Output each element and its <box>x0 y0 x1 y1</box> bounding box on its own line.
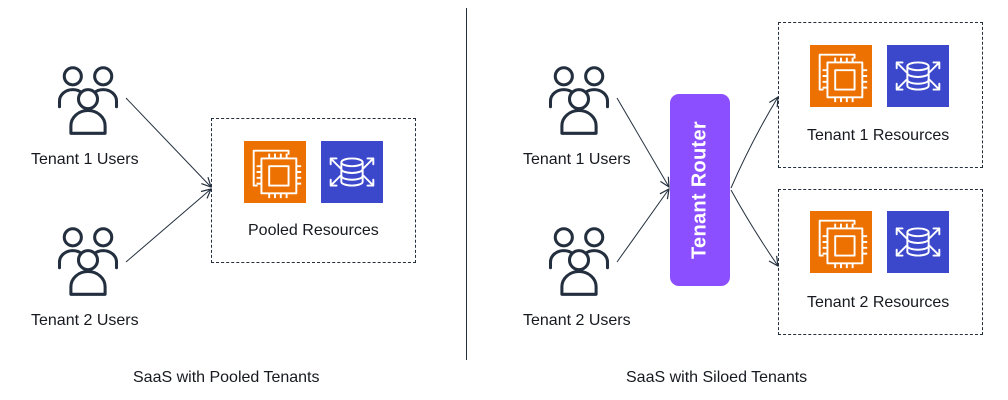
siloed-tenant-2-arrow <box>616 189 669 263</box>
pooled-resources-label: Pooled Resources <box>248 222 379 239</box>
siloed-tenant-2-users-icon <box>548 227 610 296</box>
siloed-tenant-1-users-icon <box>548 66 610 135</box>
pooled-tenant-1-arrow <box>125 97 211 187</box>
router-to-tenant-1-arrow <box>730 97 778 189</box>
pooled-tenant-2-arrow <box>125 189 211 263</box>
section-divider <box>466 8 467 360</box>
pooled-resources-box <box>211 118 416 263</box>
siloed-tenant-2-label: Tenant 2 Users <box>523 312 631 329</box>
tenant-router <box>670 94 730 286</box>
pooled-tenant-2-label: Tenant 2 Users <box>31 312 139 329</box>
tenant-2-resources-box <box>778 189 983 335</box>
tenant-2-users-icon <box>57 227 119 296</box>
siloed-tenant-1-arrow <box>616 97 669 187</box>
siloed-tenant-1-label: Tenant 1 Users <box>523 151 631 168</box>
tenant-1-resources-box <box>778 22 983 168</box>
siloed-caption: SaaS with Siloed Tenants <box>626 369 808 386</box>
pooled-caption: SaaS with Pooled Tenants <box>133 369 320 386</box>
tenant-router-label: Tenant Router <box>688 121 711 259</box>
tenant-2-resources-label: Tenant 2 Resources <box>807 294 950 311</box>
router-to-tenant-2-arrow <box>730 189 778 266</box>
tenant-1-users-icon <box>57 66 119 135</box>
tenant-1-resources-label: Tenant 1 Resources <box>807 127 950 144</box>
pooled-tenant-1-label: Tenant 1 Users <box>31 151 139 168</box>
